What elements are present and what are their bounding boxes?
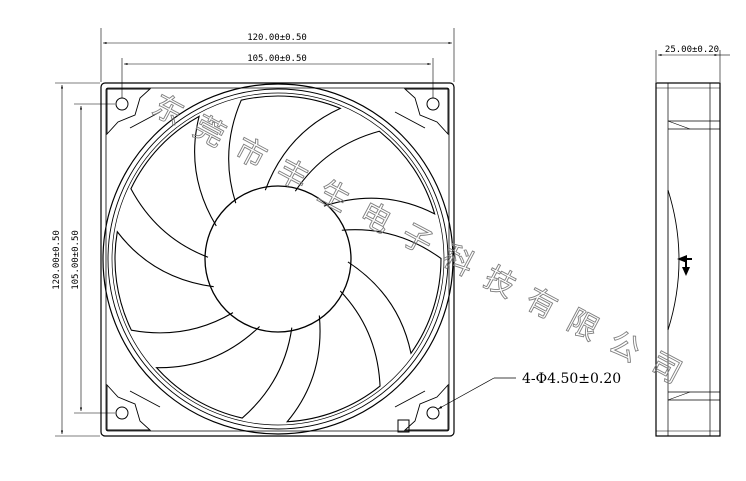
venturi-outer-ring — [102, 83, 454, 435]
mounting-hole-top-left — [115, 97, 129, 111]
watermark-char: 有 — [520, 282, 563, 327]
watermark-char: 丰 — [271, 153, 314, 198]
dimension-hole-pitch-horizontal: 105.00±0.50 — [121, 54, 434, 98]
watermark-char: 生 — [312, 174, 355, 219]
dim-thickness-label: 25.00±0.20 — [665, 45, 719, 55]
dim-hole-pitch-horizontal-label: 105.00±0.50 — [247, 54, 307, 64]
fan-frame-inner-outline — [105, 87, 450, 432]
side-view: 25.00±0.20 — [655, 45, 730, 437]
hole-note-label: 4-Φ4.50±0.20 — [522, 371, 621, 387]
watermark-char: 技 — [478, 260, 521, 305]
venturi-ring-3 — [111, 92, 445, 426]
dimension-overall-width: 120.00±0.50 — [100, 28, 455, 82]
watermark-char: 市 — [229, 131, 272, 176]
mounting-hole-top-right — [426, 97, 440, 111]
watermark-char: 公 — [603, 325, 646, 370]
impeller-blade — [341, 229, 442, 355]
impeller-blade — [114, 230, 234, 334]
impeller-blade — [294, 130, 436, 215]
front-view: 120.00±0.50 105.00±0.50 120.00±0.50 105.… — [52, 28, 621, 437]
watermark-char: 司 — [644, 346, 687, 391]
dimension-hole-pitch-vertical: 105.00±0.50 — [71, 103, 115, 414]
impeller-blade — [228, 95, 342, 204]
dim-overall-width-label: 120.00±0.50 — [247, 33, 307, 43]
fan-frame-outline — [100, 82, 455, 437]
impeller-hub — [204, 185, 352, 333]
dimension-overall-height: 120.00±0.50 — [52, 82, 100, 437]
dimension-thickness: 25.00±0.20 — [655, 45, 730, 82]
watermark-char: 子 — [395, 217, 438, 262]
dim-hole-pitch-vertical-label: 105.00±0.50 — [71, 230, 81, 290]
impeller-blade — [285, 290, 381, 423]
impeller-blade — [155, 326, 293, 419]
side-hub-profile — [667, 189, 680, 331]
mounting-hole-bottom-right — [426, 406, 440, 420]
venturi-inner-ring — [107, 88, 449, 430]
mounting-holes — [115, 97, 440, 420]
mounting-hole-bottom-left — [115, 406, 129, 420]
dim-overall-height-label: 120.00±0.50 — [52, 230, 62, 290]
watermark-char: 限 — [561, 303, 604, 348]
hole-note: 4-Φ4.50±0.20 — [437, 371, 621, 410]
side-frame-outline — [655, 82, 721, 437]
impeller-blade — [130, 115, 217, 258]
corner-struts — [106, 88, 449, 431]
cable-notch — [397, 419, 410, 433]
airflow-direction-icon — [677, 255, 692, 276]
impeller-blades — [114, 95, 442, 423]
